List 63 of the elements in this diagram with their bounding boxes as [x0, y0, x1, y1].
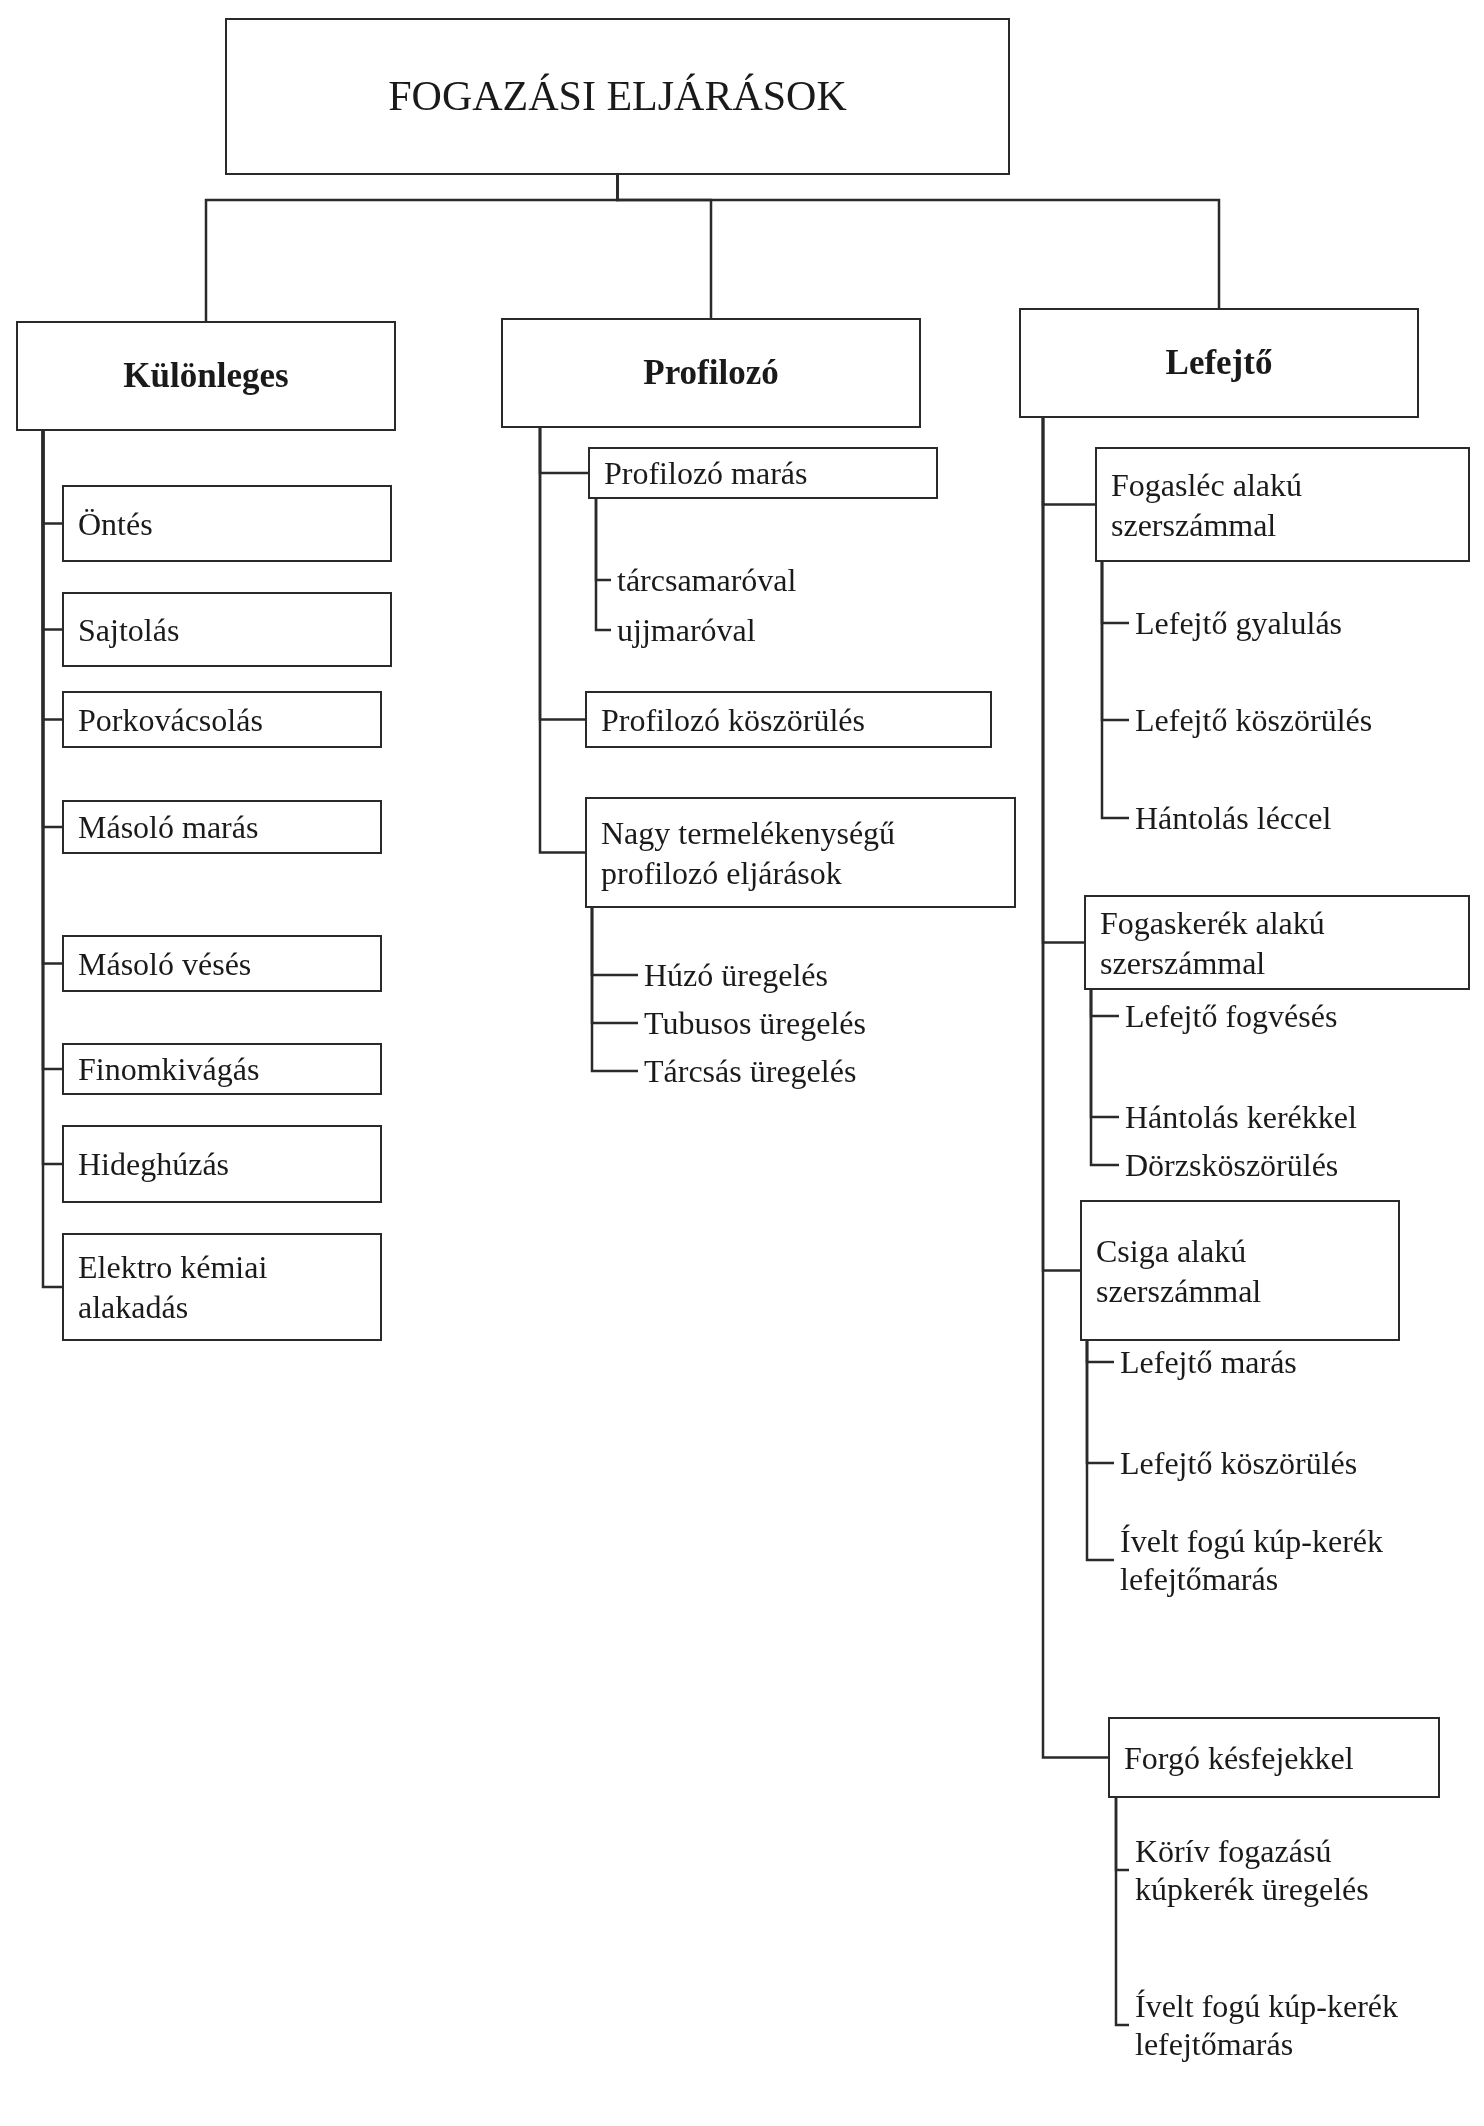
box-label: Másoló vésés [78, 944, 252, 984]
method-label: Dörzsköszörülés [1125, 1145, 1465, 1185]
method-box [62, 935, 382, 992]
box-label: Elektro kémiai alakadás [78, 1248, 269, 1327]
box-label: Profilozó [643, 352, 779, 395]
connector-line [1100, 562, 1129, 820]
title-text: FOGAZÁSI ELJÁRÁSOK [388, 72, 847, 122]
category-box [501, 318, 921, 428]
box-label: Különleges [123, 355, 289, 398]
box-label: Öntés [78, 504, 153, 544]
method-box [62, 592, 392, 667]
method-box [1084, 895, 1470, 990]
connector-line [1089, 990, 1119, 1167]
method-box [1108, 1717, 1440, 1798]
box-label: Nagy termelékenységű profilozó eljárások [601, 813, 897, 893]
box-label: Profilozó köszörülés [601, 700, 865, 740]
method-box [62, 800, 382, 854]
connector-line [616, 175, 1221, 308]
connector-line [1114, 1798, 1129, 2027]
box-label: Csiga alakú szerszámmal [1096, 1231, 1263, 1311]
connector-line [1041, 418, 1108, 1759]
method-box [62, 691, 382, 748]
method-box [62, 1125, 382, 1203]
box-label: Másoló marás [78, 808, 259, 847]
method-label: Lefejtő fogvésés [1125, 996, 1465, 1036]
box-label: Profilozó marás [604, 454, 808, 493]
method-label: Ívelt fogú kúp-kerék lefejtőmarás [1135, 1985, 1435, 2065]
connector-line [590, 908, 638, 1073]
connector-line [1085, 1341, 1114, 1562]
method-label: Húzó üregelés [644, 955, 984, 995]
method-box [62, 485, 392, 562]
connector-line [538, 428, 585, 854]
method-label: Hántolás kerékkel [1125, 1097, 1465, 1137]
category-box [16, 321, 396, 431]
method-box [1080, 1200, 1400, 1341]
method-label: Ívelt fogú kúp-kerék lefejtőmarás [1120, 1520, 1410, 1600]
box-label: Sajtolás [78, 610, 180, 650]
method-label: Lefejtő köszörülés [1135, 700, 1475, 740]
method-label: tárcsamaróval [617, 560, 917, 600]
method-label: Körív fogazású kúpkerék üregelés [1135, 1830, 1435, 1910]
method-label: Lefejtő gyalulás [1135, 603, 1475, 643]
title-box [225, 18, 1010, 175]
method-box [588, 447, 938, 499]
box-label: Finomkivágás [78, 1050, 260, 1089]
box-label: Fogasléc alakú szerszámmal [1111, 465, 1304, 545]
method-box [585, 691, 992, 748]
box-label: Forgó késfejekkel [1124, 1738, 1354, 1778]
category-box [1019, 308, 1419, 418]
box-label: Lefejtő [1165, 342, 1273, 385]
method-box [62, 1043, 382, 1095]
box-label: Porkovácsolás [78, 700, 263, 740]
connector-line [594, 499, 611, 632]
method-box [585, 797, 1016, 908]
method-label: Lefejtő köszörülés [1120, 1443, 1460, 1483]
method-box [1095, 447, 1470, 562]
method-label: Tárcsás üregelés [644, 1051, 984, 1091]
method-box [62, 1233, 382, 1341]
method-label: Tubusos üregelés [644, 1003, 984, 1043]
method-label: ujjmaróval [617, 610, 917, 650]
box-label: Hideghúzás [78, 1145, 230, 1184]
box-label: Fogaskerék alakú szerszámmal [1100, 903, 1326, 983]
method-label: Hántolás léccel [1135, 798, 1475, 838]
method-label: Lefejtő marás [1120, 1342, 1460, 1382]
